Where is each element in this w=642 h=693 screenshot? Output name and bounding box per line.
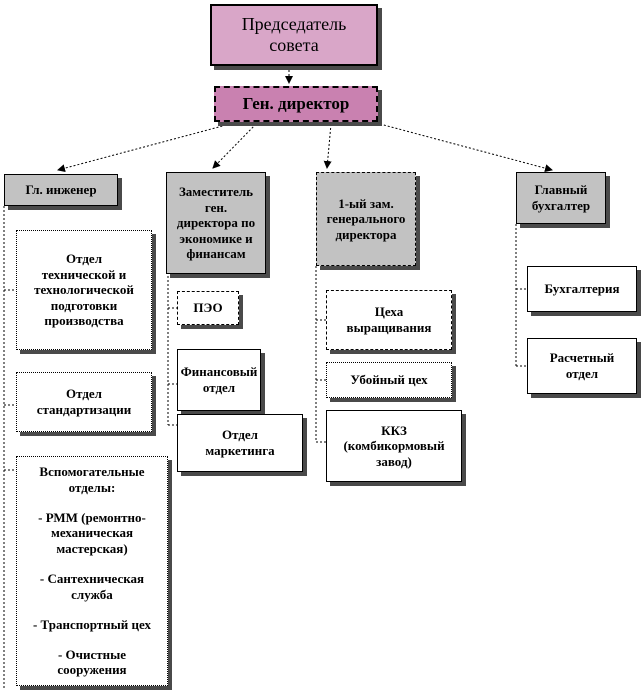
first-deputy-box: 1-ый зам. генерального директора [316,172,416,266]
accounting-dept-label: Бухгалтерия [544,281,620,297]
peo-dept-label: ПЭО [193,300,223,316]
chief-engineer-label: Гл. инженер [25,182,97,198]
deputy-director-label: Заместитель ген. директора по экономике … [176,184,256,262]
feed-mill-label: ККЗ (комбикормовый завод) [343,422,445,469]
chairman-label: Председатель совета [241,14,347,55]
finance-dept-box: Финансовый отдел [177,349,261,411]
peo-dept-box: ПЭО [177,291,239,325]
aux-depts-box: Вспомогательные отделы: - РММ (ремонтно-… [16,456,168,686]
first-deputy-label: 1-ый зам. генерального директора [326,195,406,242]
marketing-dept-label: Отдел маркетинга [205,427,275,458]
deputy-director-box: Заместитель ген. директора по экономике … [166,172,266,274]
accounting-dept-box: Бухгалтерия [527,266,637,312]
settlement-dept-box: Расчетный отдел [527,338,637,394]
growing-shops-label: Цеха выращивания [346,304,432,335]
chairman-box: Председатель совета [210,4,378,66]
aux-item-plumbing: - Сантехническая служба [39,570,145,602]
aux-item-rmm: - РММ (ремонтно- механическая мастерская… [38,509,146,556]
finance-dept-label: Финансовый отдел [180,364,258,395]
slaughter-shop-label: Убойный цех [350,372,428,388]
aux-item-transport: - Транспортный цех [32,616,152,632]
chief-accountant-label: Главный бухгалтер [531,182,591,213]
chief-engineer-box: Гл. инженер [4,174,118,206]
gen-director-box: Ген. директор [214,86,378,122]
standardization-dept-box: Отдел стандартизации [16,372,152,432]
settlement-dept-label: Расчетный отдел [549,350,615,381]
slaughter-shop-box: Убойный цех [326,362,452,398]
tech-prep-dept-label: Отдел технической и технологической подг… [34,251,134,329]
chief-accountant-box: Главный бухгалтер [516,172,606,224]
aux-depts-heading: Вспомогательные отделы: [39,464,145,495]
aux-item-treatment: - Очистные сооружения [57,646,127,678]
gen-director-label: Ген. директор [242,93,350,113]
growing-shops-box: Цеха выращивания [326,290,452,350]
tech-prep-dept-box: Отдел технической и технологической подг… [16,230,152,350]
marketing-dept-box: Отдел маркетинга [177,414,303,472]
standardization-dept-label: Отдел стандартизации [36,386,132,417]
feed-mill-box: ККЗ (комбикормовый завод) [326,410,462,482]
